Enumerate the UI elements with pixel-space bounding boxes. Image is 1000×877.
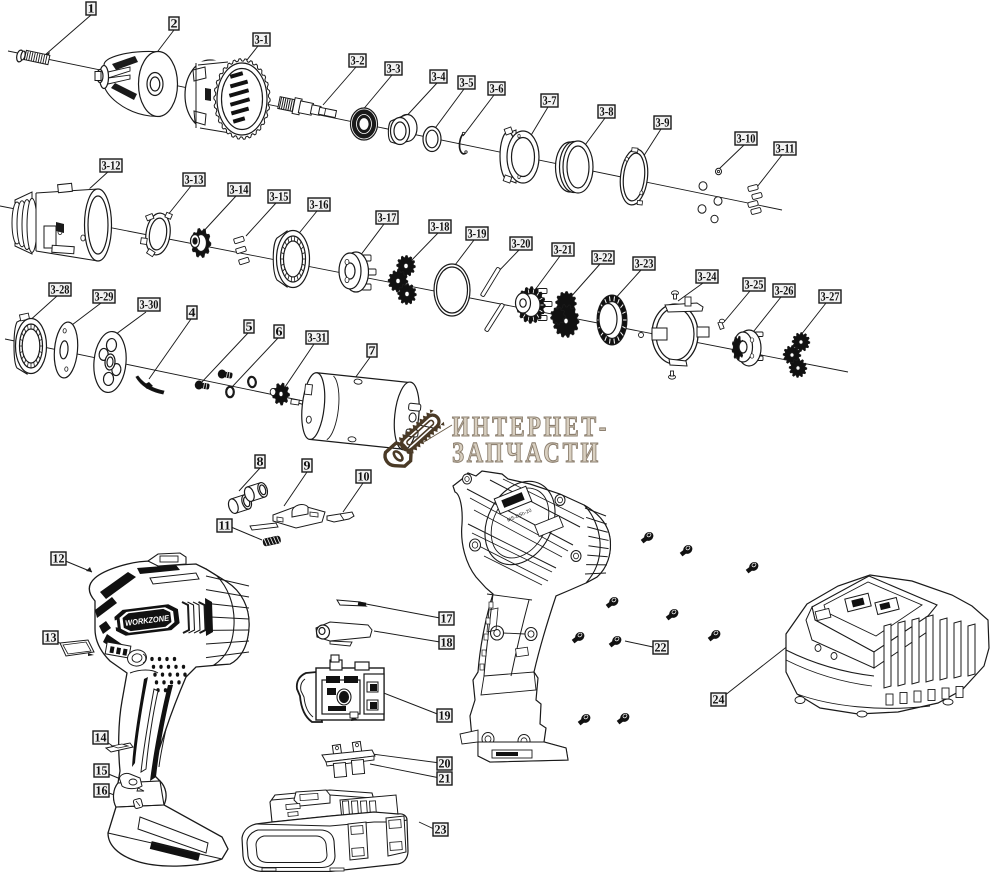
svg-text:3-23: 3-23 bbox=[635, 256, 654, 270]
svg-text:3-21: 3-21 bbox=[554, 242, 573, 256]
svg-text:16: 16 bbox=[96, 783, 108, 797]
svg-text:3-12: 3-12 bbox=[102, 158, 121, 172]
svg-text:5: 5 bbox=[246, 319, 253, 333]
svg-text:22: 22 bbox=[655, 640, 667, 654]
svg-text:3-22: 3-22 bbox=[594, 250, 613, 264]
svg-text:3-30: 3-30 bbox=[140, 297, 159, 311]
svg-text:3-4: 3-4 bbox=[432, 69, 447, 83]
svg-text:3-25: 3-25 bbox=[745, 277, 764, 291]
svg-text:3-15: 3-15 bbox=[270, 189, 289, 203]
svg-text:3-8: 3-8 bbox=[600, 104, 614, 118]
svg-text:3-16: 3-16 bbox=[310, 197, 329, 211]
svg-text:3-26: 3-26 bbox=[775, 283, 794, 297]
svg-text:24: 24 bbox=[713, 692, 726, 706]
svg-text:3-11: 3-11 bbox=[776, 141, 795, 155]
svg-text:3-14: 3-14 bbox=[230, 182, 250, 196]
svg-text:14: 14 bbox=[95, 730, 108, 744]
svg-text:3-7: 3-7 bbox=[543, 93, 557, 107]
svg-text:3-3: 3-3 bbox=[387, 61, 401, 75]
svg-text:13: 13 bbox=[45, 630, 57, 644]
svg-text:3-9: 3-9 bbox=[656, 115, 670, 129]
svg-text:3-20: 3-20 bbox=[512, 236, 531, 250]
svg-text:9: 9 bbox=[304, 458, 311, 472]
svg-text:15: 15 bbox=[96, 763, 108, 777]
svg-text:7: 7 bbox=[369, 343, 376, 357]
svg-text:17: 17 bbox=[441, 611, 453, 625]
svg-text:3-17: 3-17 bbox=[378, 210, 397, 224]
svg-text:10: 10 bbox=[358, 469, 370, 483]
svg-text:3-6: 3-6 bbox=[490, 81, 504, 95]
svg-text:8: 8 bbox=[257, 454, 264, 468]
svg-text:4: 4 bbox=[189, 305, 197, 319]
svg-text:3-24: 3-24 bbox=[698, 269, 718, 283]
svg-text:3-2: 3-2 bbox=[351, 53, 365, 67]
svg-text:19: 19 bbox=[439, 708, 451, 722]
svg-text:2: 2 bbox=[171, 16, 178, 30]
svg-text:12: 12 bbox=[53, 551, 65, 565]
svg-text:3-19: 3-19 bbox=[468, 226, 487, 240]
svg-text:3-27: 3-27 bbox=[821, 289, 840, 303]
svg-text:11: 11 bbox=[219, 518, 231, 532]
svg-text:6: 6 bbox=[276, 324, 283, 338]
svg-text:3-13: 3-13 bbox=[185, 172, 204, 186]
svg-text:3-10: 3-10 bbox=[737, 131, 756, 145]
svg-text:1: 1 bbox=[88, 1, 95, 15]
svg-text:3-31: 3-31 bbox=[308, 330, 327, 344]
svg-text:21: 21 bbox=[439, 771, 451, 785]
svg-text:23: 23 bbox=[435, 822, 447, 836]
svg-text:3-1: 3-1 bbox=[255, 32, 269, 46]
svg-text:20: 20 bbox=[439, 756, 451, 770]
svg-text:18: 18 bbox=[441, 635, 453, 649]
svg-text:3-29: 3-29 bbox=[95, 289, 114, 303]
svg-text:3-5: 3-5 bbox=[460, 75, 474, 89]
svg-text:ЗАПЧАСТИ: ЗАПЧАСТИ bbox=[452, 437, 601, 469]
svg-text:3-28: 3-28 bbox=[51, 282, 70, 296]
svg-text:3-18: 3-18 bbox=[431, 219, 450, 233]
